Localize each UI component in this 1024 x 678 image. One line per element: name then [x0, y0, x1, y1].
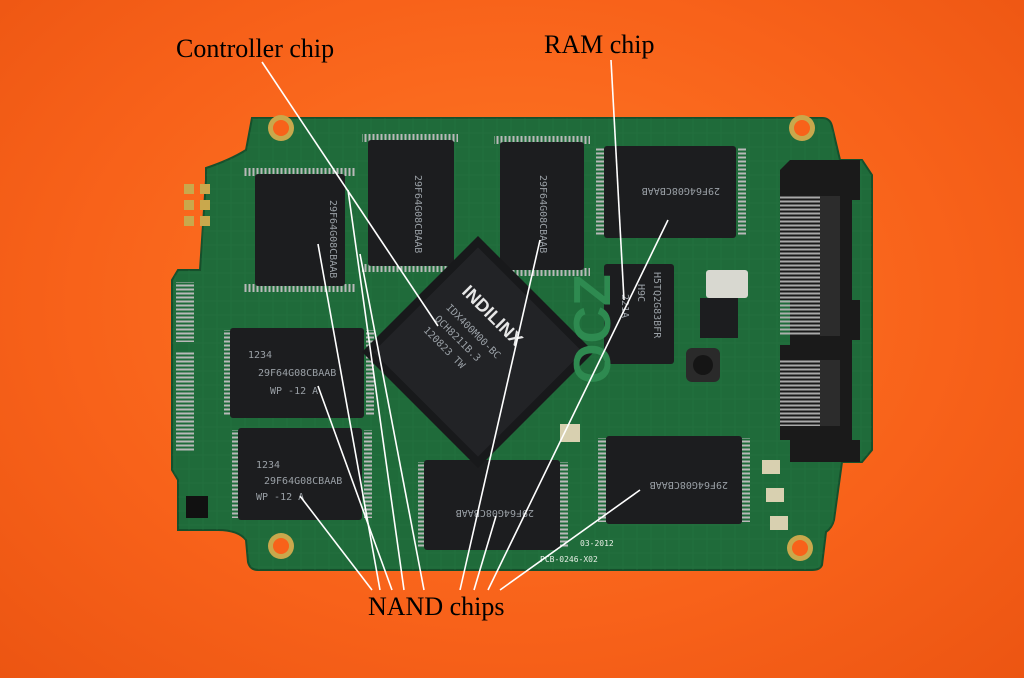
controller-chip-label: Controller chip: [176, 34, 335, 63]
ram-chip-label: RAM chip: [544, 30, 655, 59]
nand-marking: 29F64G08CBAAB: [327, 200, 338, 278]
nand-marking: 29F64G08CBAAB: [412, 175, 423, 253]
nand-marking: 1234: [248, 350, 272, 361]
nand-marking: 1234: [256, 460, 280, 471]
nand-chip-2: 29F64G08CBAAB: [362, 134, 458, 272]
nand-chip-4: 29F64G08CBAAB: [596, 146, 746, 238]
nand-chip-6: 1234 29F64G08CBAAB WP -12 A: [232, 428, 372, 520]
nand-marking: 29F64G08CBAAB: [642, 185, 720, 196]
ram-marking: 221A: [619, 294, 630, 318]
nand-marking: 29F64G08CBAAB: [537, 175, 548, 253]
ram-marking: H9C: [635, 284, 646, 302]
small-ics: [186, 270, 788, 530]
nand-marking: 29F64G08CBAAB: [456, 507, 534, 518]
sata-connector: [780, 160, 860, 462]
nand-chip-3: 29F64G08CBAAB: [494, 136, 590, 276]
pcb-part-number: PCB-0246-X02: [540, 555, 598, 564]
brand-mark: OCZ: [564, 274, 622, 384]
ram-chip: H5TQ2G83BFR H9C 221A: [604, 264, 674, 364]
nand-chip-1: 29F64G08CBAAB: [244, 168, 356, 292]
leader-lines: [261, 59, 669, 591]
mounting-holes: [268, 115, 815, 561]
nand-marking: 29F64G08CBAAB: [258, 368, 336, 379]
nand-chips-label: NAND chips: [368, 592, 505, 621]
nand-marking: WP -12 A: [256, 492, 304, 503]
nand-marking: WP -12 A: [270, 386, 318, 397]
nand-chip-8: 29F64G08CBAAB: [598, 436, 750, 524]
nand-marking: 29F64G08CBAAB: [650, 479, 728, 490]
ram-marking: H5TQ2G83BFR: [651, 272, 662, 339]
controller-chip: INDILINX IDX400M00-BC OCH8211B.3 120823 …: [362, 236, 594, 468]
nand-chip-7: 29F64G08CBAAB: [418, 460, 568, 550]
edge-connector-pads: [176, 184, 210, 452]
nand-marking: 29F64G08CBAAB: [264, 476, 342, 487]
pcb-date: 03-2012: [580, 539, 614, 548]
nand-chip-5: 1234 29F64G08CBAAB WP -12 A: [224, 328, 374, 418]
svg-text:OCZ: OCZ: [564, 274, 622, 384]
